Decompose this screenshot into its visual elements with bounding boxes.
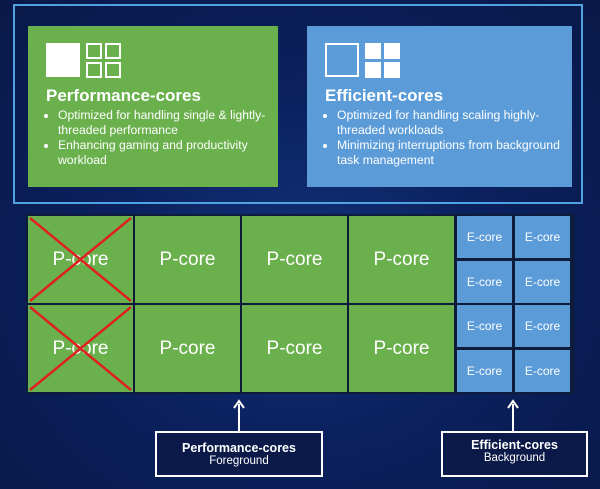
bullet-item: Enhancing gaming and productivity worklo… [58,138,268,168]
p-core-cell: P-core [349,216,454,303]
large-core-square-icon [325,43,359,77]
disabled-x-mark-icon [29,217,132,302]
efficient-core-icon [325,38,562,82]
large-core-square-icon [46,43,80,77]
small-core-square-icon [86,42,102,59]
arrow-up-icon [233,399,245,431]
e-core-cell: E-core [515,305,570,347]
core-types-frame [13,4,583,204]
e-core-cell: E-core [515,261,570,303]
e-core-cell: E-core [457,350,512,392]
performance-cores-card: Performance-cores Optimized for handling… [28,26,278,187]
performance-cores-title: Performance-cores [46,86,201,105]
bullet-item: Optimized for handling scaling highly-th… [337,108,562,138]
efficient-cores-card: Efficient-cores Optimized for handling s… [307,26,572,187]
e-core-cell: E-core [457,305,512,347]
small-core-square-icon [105,42,121,59]
p-core-cell: P-core [135,216,240,303]
arrow-up-icon [507,399,519,431]
performance-cores-label-title: Performance-cores [182,441,296,455]
efficient-cores-label-title: Efficient-cores [471,438,558,452]
p-core-cell: P-core [349,305,454,392]
core-layout-diagram: P-core P-core P-core P-core E-core E-cor… [26,214,574,394]
bullet-item: Minimizing interruptions from background… [337,138,562,168]
performance-cores-label-box: Performance-cores Foreground [155,431,323,477]
e-core-cell: E-core [457,216,512,258]
performance-core-icon [46,38,268,82]
small-core-square-icon [384,42,400,59]
disabled-x-mark-icon [29,306,132,391]
e-core-cell: E-core [515,350,570,392]
small-core-square-icon [365,61,381,78]
small-core-square-icon [105,61,121,78]
p-core-cell: P-core [242,216,347,303]
p-core-cell: P-core [242,305,347,392]
small-core-square-icon [365,42,381,59]
small-core-square-icon [86,61,102,78]
performance-cores-label-subtitle: Foreground [209,455,269,467]
efficient-cores-label-box: Efficient-cores Background [441,431,588,477]
efficient-cores-title: Efficient-cores [325,86,444,105]
bullet-item: Optimized for handling single & lightly-… [58,108,268,138]
p-core-cell: P-core [135,305,240,392]
e-core-cell: E-core [457,261,512,303]
efficient-cores-bullets: Optimized for handling scaling highly-th… [325,108,562,168]
efficient-cores-label-subtitle: Background [483,452,546,464]
small-core-square-icon [384,61,400,78]
performance-cores-bullets: Optimized for handling single & lightly-… [46,108,268,168]
e-core-cell: E-core [515,216,570,258]
